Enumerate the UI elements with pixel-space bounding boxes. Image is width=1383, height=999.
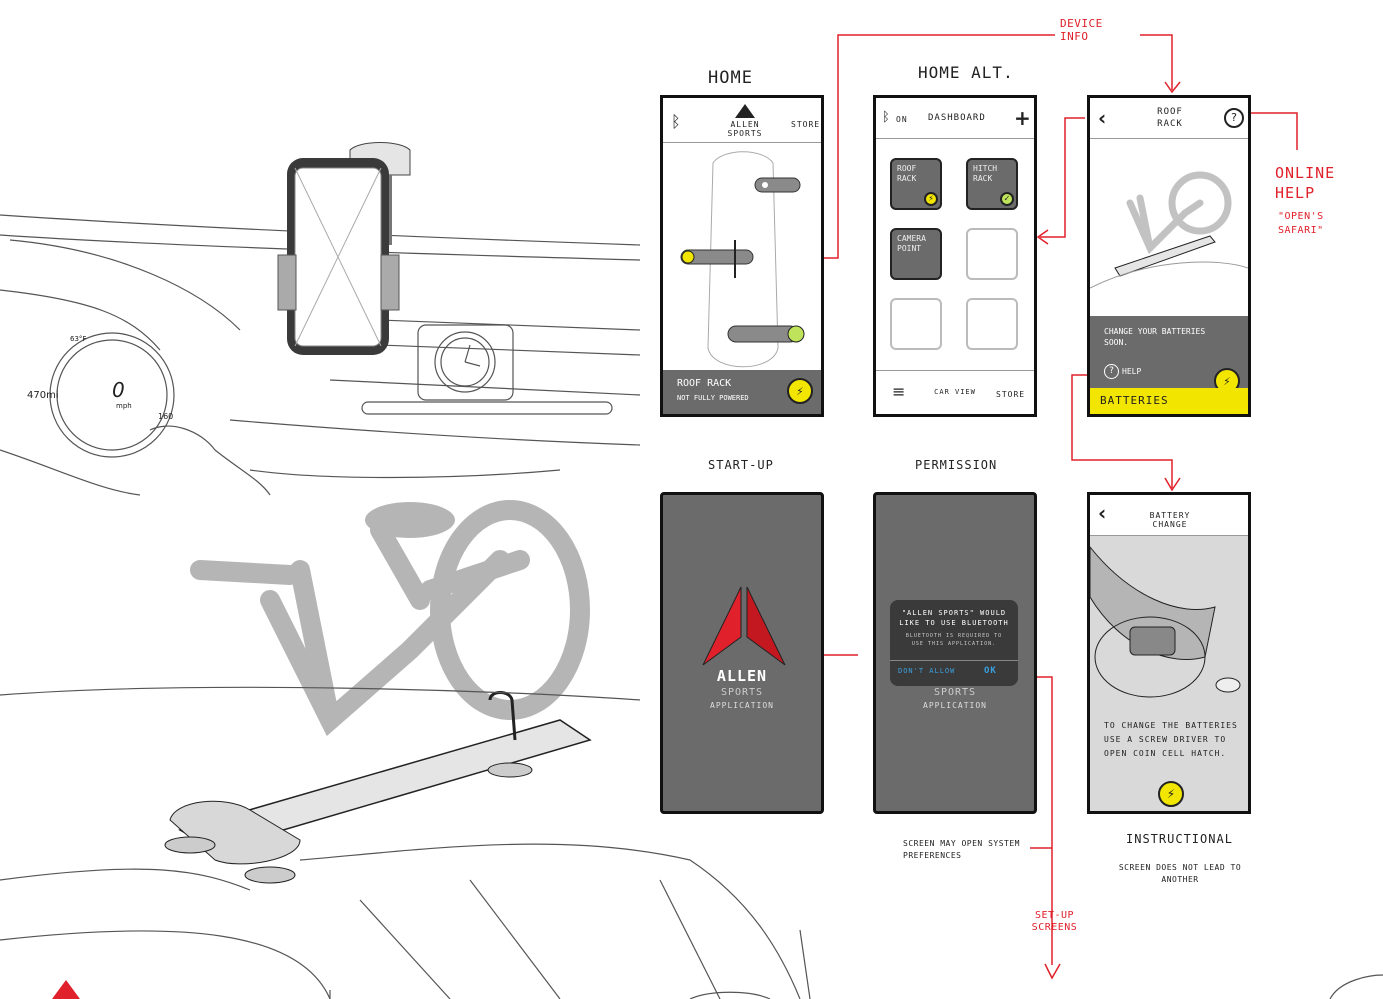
tile-empty[interactable] <box>890 298 942 350</box>
status-subtitle: NOT FULLY POWERED <box>677 394 749 402</box>
add-device-button[interactable]: + <box>1014 106 1031 130</box>
tile-empty[interactable] <box>966 228 1018 280</box>
lightning-icon: ⚡ <box>1158 781 1184 807</box>
brand-sub: SPORTS <box>720 687 764 698</box>
brand-logo-icon <box>735 104 755 118</box>
car-roof-sketch <box>0 686 1383 999</box>
back-button[interactable]: ‹ <box>1098 106 1107 130</box>
home-alt-screen: ᛒ ON DASHBOARD + ROOF RACK⚡ HITCH RACK✓ … <box>873 95 1037 417</box>
car-topdown-icon <box>680 151 805 368</box>
tab-store[interactable]: STORE <box>996 390 1026 399</box>
bluetooth-permission-dialog: "ALLEN SPORTS" WOULD LIKE TO USE BLUETOO… <box>890 600 1018 686</box>
status-title: ROOF RACK <box>677 378 732 389</box>
battery-message: CHANGE YOUR BATTERIES SOON. <box>1104 327 1206 347</box>
tile-empty[interactable] <box>966 298 1018 350</box>
brand-logo-icon <box>52 980 80 999</box>
speed-unit: mph <box>116 402 132 410</box>
label-screen-not-lead: SCREEN DOES NOT LEAD TO ANOTHER <box>1118 863 1242 884</box>
roof-rack-illustration <box>1090 171 1248 289</box>
label-instructional: INSTRUCTIONAL <box>1126 832 1233 846</box>
label-start-up: START-UP <box>708 458 774 472</box>
battery-hatch-illustration <box>1090 546 1241 698</box>
bluetooth-icon[interactable]: ᛒ <box>671 112 681 131</box>
label-permission: PERMISSION <box>915 458 998 472</box>
help-link[interactable]: HELP <box>1122 367 1142 376</box>
label-screen-may-open: SCREEN MAY OPEN SYSTEM PREFERENCES <box>903 839 1020 860</box>
brand-logo-icon <box>702 586 786 666</box>
max-speed-label: 160 <box>158 412 174 421</box>
dashboard-title: DASHBOARD <box>928 113 986 123</box>
battery-warning-panel: CHANGE YOUR BATTERIES SOON. ? HELP ⚡ <box>1090 316 1248 394</box>
brand-app: APPLICATION <box>710 701 774 710</box>
brand-app: APPLICATION <box>923 701 987 710</box>
back-button[interactable]: ‹ <box>1098 501 1107 525</box>
help-icon[interactable]: ? <box>1104 364 1119 379</box>
speed-value: 0 <box>112 378 125 402</box>
dialog-body: BLUETOOTH IS REQUIRED TO USE THIS APPLIC… <box>905 633 1003 647</box>
bluetooth-status: ON <box>896 115 908 124</box>
car-dashboard-sketch <box>0 214 641 496</box>
help-icon[interactable]: ? <box>1224 108 1244 128</box>
tile-hitch-rack[interactable]: HITCH RACK✓ <box>966 158 1018 210</box>
brand-sub: SPORTS <box>933 687 977 698</box>
tile-roof-rack[interactable]: ROOF RACK⚡ <box>890 158 942 210</box>
lightning-icon: ⚡ <box>924 192 938 206</box>
temp-readout: 63°F <box>70 335 87 343</box>
label-set-up-screens: SET-UP SCREENS <box>1031 910 1078 933</box>
dont-allow-button[interactable]: DON'T ALLOW <box>898 667 956 675</box>
bluetooth-icon[interactable]: ᛒ <box>882 110 890 125</box>
label-home: HOME <box>708 68 753 88</box>
range-readout: 470mi <box>27 390 59 401</box>
battery-instructions: TO CHANGE THE BATTERIES USE A SCREW DRIV… <box>1104 721 1238 758</box>
batteries-banner[interactable]: BATTERIES <box>1090 388 1248 414</box>
ok-button[interactable]: OK <box>984 666 997 676</box>
label-online-help: ONLINE HELP <box>1275 164 1336 202</box>
label-opens-safari: "OPEN'S SAFARI" <box>1278 211 1324 236</box>
check-icon: ✓ <box>1000 192 1014 206</box>
phone-holder-sketch <box>277 142 411 355</box>
menu-icon[interactable]: ≡ <box>892 382 906 401</box>
label-device-info: DEVICE INFO <box>1060 17 1103 43</box>
status-bar[interactable]: ROOF RACK NOT FULLY POWERED ⚡ <box>663 370 821 414</box>
label-home-alt: HOME ALT. <box>918 63 1014 82</box>
bike-rack-sketch <box>164 500 592 884</box>
tab-car-view[interactable]: CAR VIEW <box>934 388 976 396</box>
permission-screen: SPORTS APPLICATION "ALLEN SPORTS" WOULD … <box>873 492 1037 814</box>
lightning-icon: ⚡ <box>787 378 813 404</box>
brand-name: ALLEN <box>716 667 768 685</box>
tile-camera-point[interactable]: CAMERA POINT <box>890 228 942 280</box>
store-link[interactable]: STORE <box>791 120 821 129</box>
dialog-title: "ALLEN SPORTS" WOULD LIKE TO USE BLUETOO… <box>899 609 1009 627</box>
startup-screen: ALLEN SPORTS APPLICATION <box>660 492 824 814</box>
